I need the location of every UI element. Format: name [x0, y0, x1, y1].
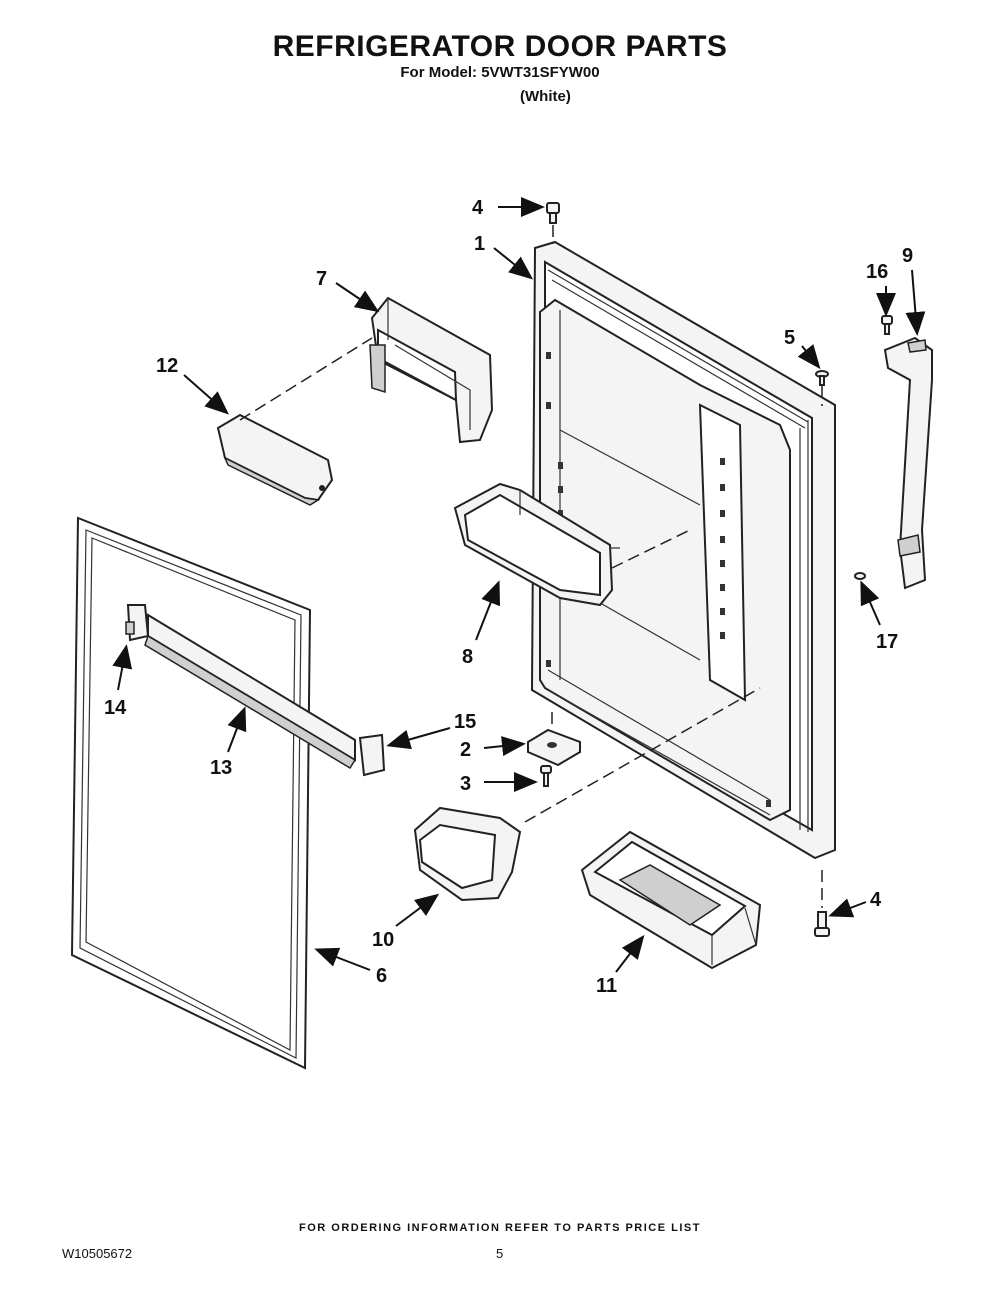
callout-11: 11	[596, 975, 617, 997]
color-variant: (White)	[520, 88, 571, 105]
screw-part-17	[854, 572, 866, 580]
callout-7: 7	[316, 268, 327, 290]
callout-12: 12	[156, 355, 178, 377]
callout-9: 9	[902, 245, 913, 267]
shelf-end-cap-part-15	[358, 733, 386, 777]
handle-screw-part-16	[881, 315, 893, 335]
callout-3: 3	[460, 773, 471, 795]
callout-13: 13	[210, 757, 232, 779]
shelf-end-cap-part-14	[125, 604, 150, 642]
callout-leader-lines	[112, 197, 926, 973]
page-number: 5	[496, 1246, 504, 1261]
hinge-screw-part-3	[540, 765, 552, 787]
dairy-door-part-12	[216, 413, 334, 506]
callout-5: 5	[784, 327, 795, 349]
callout-8: 8	[462, 646, 473, 668]
callout-10: 10	[372, 929, 394, 951]
callout-15: 15	[454, 711, 476, 733]
page-title: REFRIGERATOR DOOR PARTS	[272, 30, 728, 63]
door-bin-part-8	[453, 482, 620, 607]
ordering-note: FOR ORDERING INFORMATION REFER TO PARTS …	[299, 1222, 701, 1234]
ice-bin-part-11	[580, 830, 762, 970]
door-gasket-part-6	[70, 516, 312, 1070]
screw-part-5	[815, 370, 829, 386]
door-handle-part-9	[883, 336, 933, 590]
model-number: For Model: 5VWT31SFYW00	[400, 64, 600, 81]
door-assembly-part-1	[530, 240, 836, 860]
door-bin-part-10	[413, 806, 522, 902]
callout-16: 16	[866, 261, 888, 283]
callout-1: 1	[474, 233, 485, 255]
hinge-pin-part-4-bottom	[814, 911, 830, 937]
hinge-pin-part-4-top	[546, 202, 560, 224]
callout-14: 14	[104, 697, 127, 719]
callout-17: 17	[876, 631, 898, 653]
document-number: W10505672	[62, 1246, 133, 1261]
callout-2: 2	[460, 739, 471, 761]
door-bin-part-7	[369, 296, 494, 444]
callout-4-top: 4	[472, 197, 484, 219]
callout-4-bottom: 4	[870, 889, 882, 911]
bottom-hinge-part-2	[527, 728, 581, 767]
door-shelf-bar-part-13	[144, 613, 357, 770]
callout-6: 6	[376, 965, 387, 987]
